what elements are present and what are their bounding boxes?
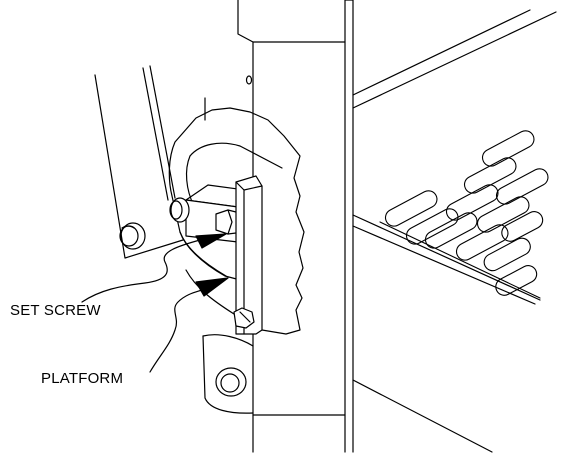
- slotted-shelf: [380, 128, 551, 298]
- set-screw-leader: [82, 234, 226, 302]
- platform-leader: [150, 278, 228, 372]
- platform-callout-label: PLATFORM: [41, 370, 124, 387]
- platform: [234, 176, 262, 334]
- swing-arm: [95, 66, 205, 258]
- cabinet-frame: [353, 10, 556, 452]
- lower-rail-detail: [203, 335, 253, 413]
- set-screw-callout-label: SET SCREW: [10, 302, 101, 319]
